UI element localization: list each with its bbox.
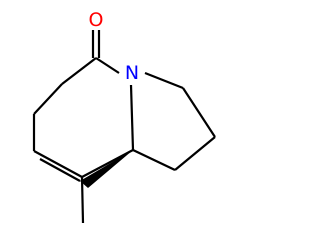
chemical-structure: O N [32,9,216,224]
bond-methyl [80,176,85,224]
bond-n-to-ch2 [144,71,184,90]
bond-carbonyl-c-to-ch2 [61,57,97,85]
stereo-wedge-bond [80,150,133,188]
bond-alkene-c-to-ring-fusion [81,149,134,178]
nitrogen-atom-label: N [125,62,139,84]
bond-ch2-to-alkene-c [33,150,83,178]
bond-ch2-to-ch2-lower [174,136,216,171]
bond-alkene-inner-line [39,158,81,182]
oxygen-atom-label: O [89,9,104,31]
bond-n-to-ring-fusion [129,84,135,151]
bond-ch2-to-ch2 [182,87,216,138]
bond-ch2-to-ring-fusion [132,149,176,171]
bond-carbonyl-c-to-n [95,57,120,74]
bond-ch2-diagonal [33,83,63,115]
